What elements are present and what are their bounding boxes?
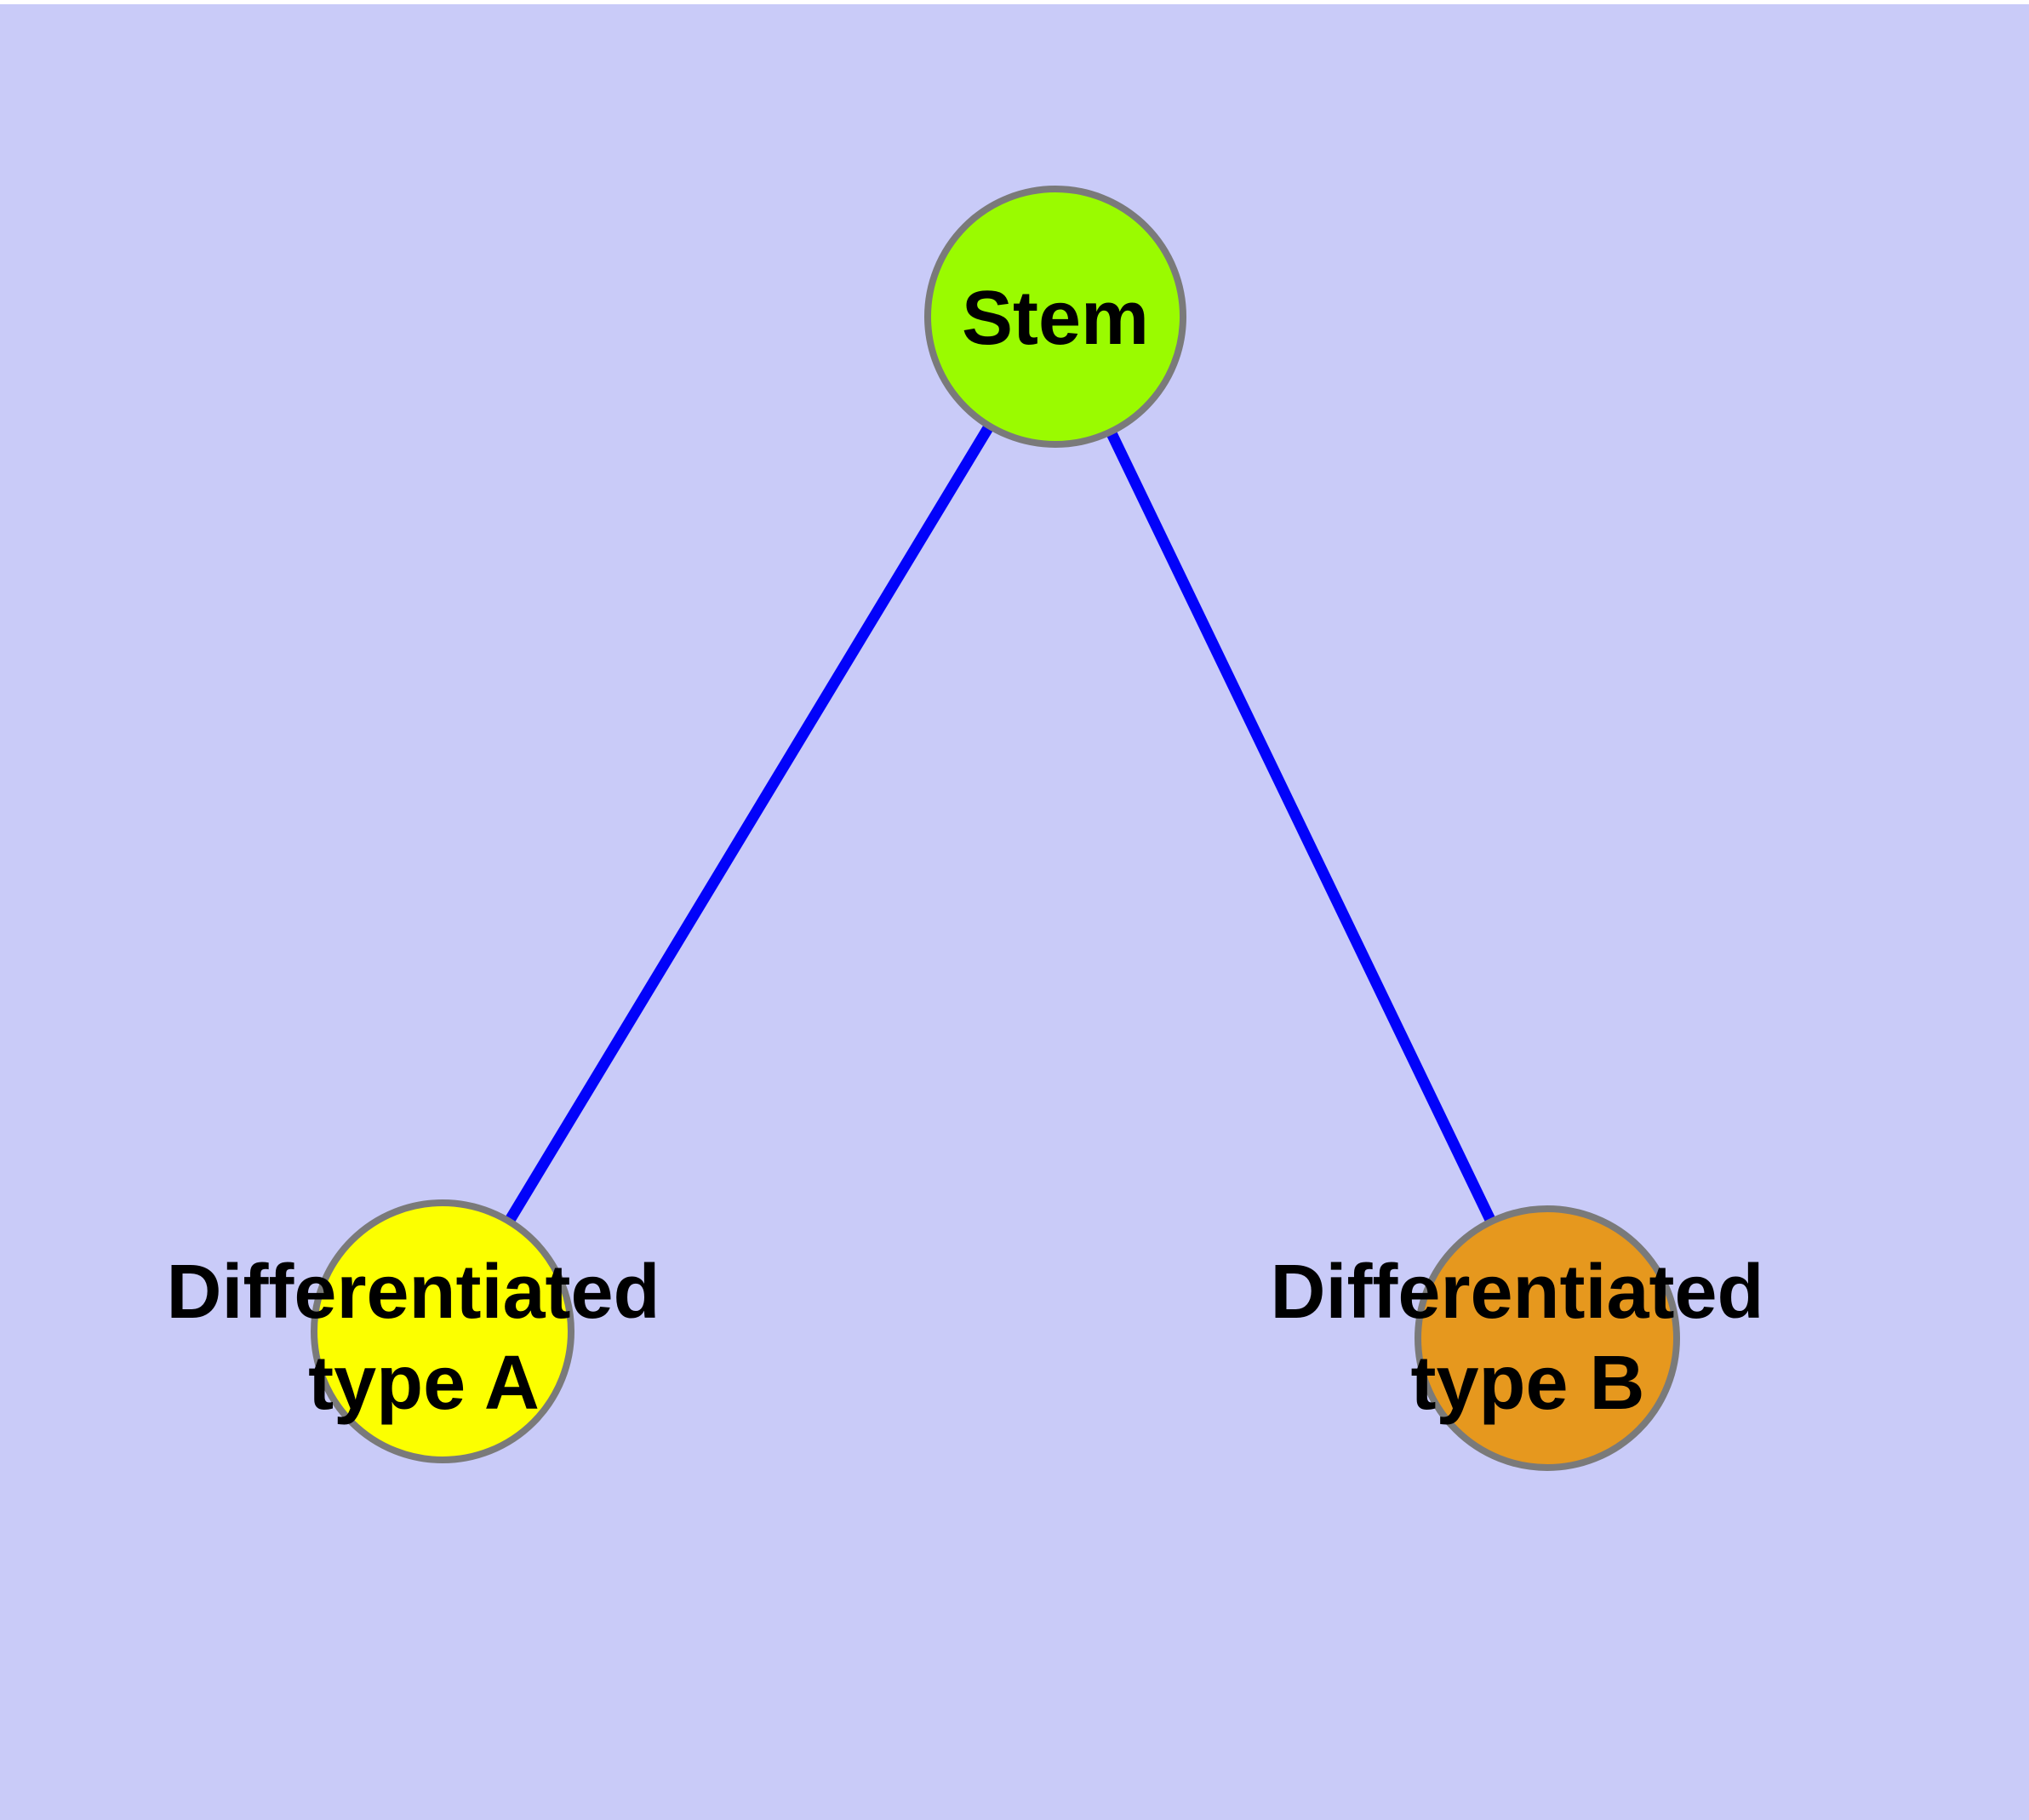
node-type-a-label-line1: Differentiated [166,1250,660,1335]
node-type-b-label-line1: Differentiated [1270,1250,1763,1335]
node-type-b-label-line2: type B [1410,1341,1644,1426]
edge-stem-to-type-a [437,313,1060,1335]
node-type-b-label: Differentiated type B [1270,1250,1785,1426]
node-type-a-circle [311,1199,574,1463]
node-type-a-label: Differentiated type A [166,1250,681,1426]
node-type-b-circle [1415,1205,1680,1471]
node-stem-circle [924,186,1186,448]
node-type-a-label-line2: type A [308,1341,540,1426]
node-stem-label: Stem [962,276,1149,361]
edge-stem-to-type-b [1050,314,1552,1341]
